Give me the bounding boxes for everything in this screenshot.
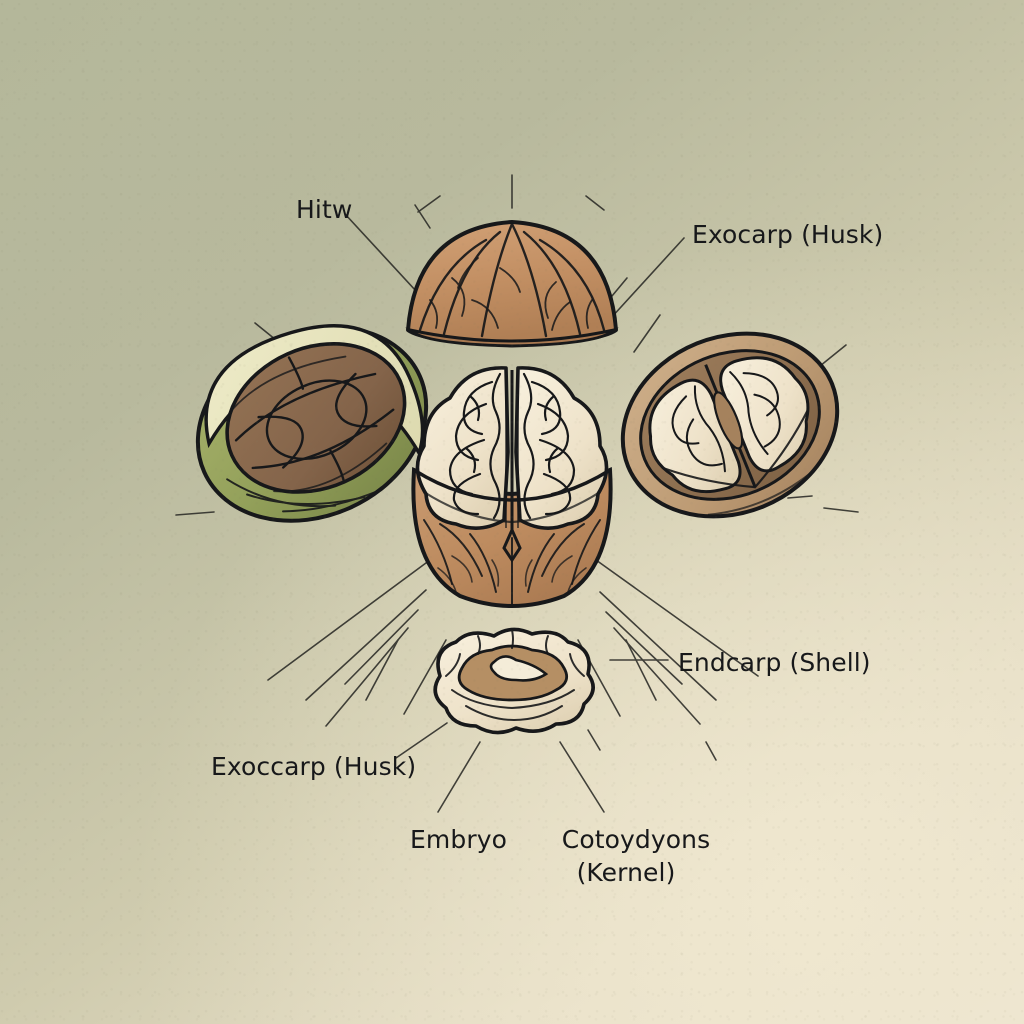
leader-line-embryo xyxy=(437,741,481,813)
label-endcarp-shell: Endcarp (Shell) xyxy=(678,648,871,677)
label-exocarp-husk-right: Exocarp (Husk) xyxy=(692,220,884,249)
part-husk-cut-left xyxy=(195,324,429,523)
leader-line xyxy=(823,507,859,513)
label-exoccarp-husk-left: Exoccarp (Husk) xyxy=(211,752,417,781)
leader-line xyxy=(819,344,847,367)
leader-line xyxy=(344,609,419,685)
leader-line xyxy=(705,741,717,761)
leader-line-exoccarp xyxy=(395,722,448,759)
part-kernel-center xyxy=(411,366,613,608)
part-shell-top-half xyxy=(405,220,619,348)
label-cotyledons: Cotoydyons xyxy=(561,825,711,854)
label-embryo: Embryo xyxy=(410,825,507,854)
part-kernel-half-bottom xyxy=(433,627,595,735)
label-kernel: (Kernel) xyxy=(576,858,676,887)
leader-line xyxy=(625,639,657,701)
leader-line xyxy=(414,204,431,229)
leader-line xyxy=(305,589,427,701)
leader-line xyxy=(611,277,628,297)
leader-line xyxy=(595,559,759,677)
leader-line xyxy=(633,314,661,353)
label-hitw: Hitw xyxy=(296,195,353,224)
leader-line xyxy=(325,627,409,727)
leader-line xyxy=(417,195,441,213)
leader-line-cotyledons xyxy=(559,741,605,813)
leader-line xyxy=(587,729,601,751)
leader-line xyxy=(267,559,431,681)
leader-line xyxy=(585,195,605,211)
leader-line xyxy=(175,511,215,516)
leader-line xyxy=(605,611,683,685)
part-nut-cross-right xyxy=(620,331,840,519)
leader-line xyxy=(599,591,717,701)
leader-line xyxy=(787,495,813,499)
leader-line xyxy=(365,639,399,701)
